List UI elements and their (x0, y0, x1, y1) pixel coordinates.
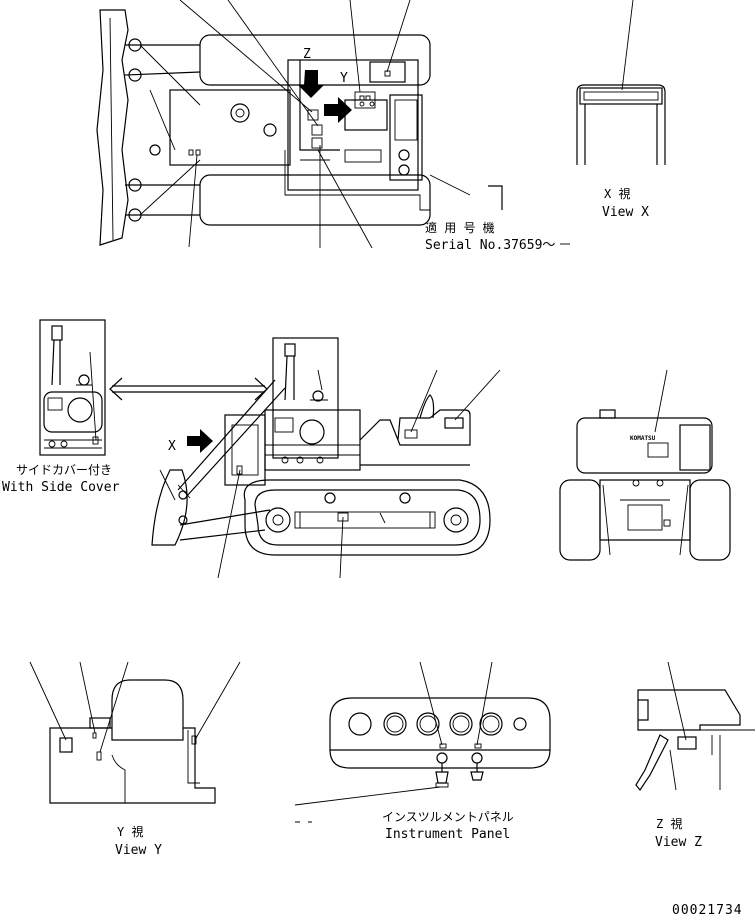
view-z-label-jp: Z 視 (656, 816, 682, 831)
side-cover-label-en: With Side Cover (2, 480, 120, 495)
arrow-z-icon (298, 70, 324, 98)
instrument-panel-drawing (294, 661, 551, 823)
view-y-label-jp: Y 視 (117, 824, 143, 839)
view-x-label-jp: X 視 (604, 186, 630, 201)
arrow-x-icon (187, 429, 213, 453)
view-x-marker: X (168, 439, 176, 454)
rear-view-drawing (559, 369, 731, 561)
view-x-label-en: View X (602, 205, 649, 220)
serial-label-jp: 適 用 号 機 (425, 220, 495, 235)
instrument-panel-label-jp: インスツルメントパネル (382, 810, 514, 824)
instrument-panel-label-en: Instrument Panel (385, 827, 510, 842)
arrow-y-icon (324, 97, 352, 123)
top-view-drawing (96, 0, 570, 249)
view-y-marker: Y (340, 71, 348, 86)
side-view-drawing (151, 337, 501, 579)
side-cover-label-jp: サイドカバー付き (16, 463, 112, 477)
hood-logo: KOMATSU (630, 435, 656, 442)
double-arrow-icon (109, 377, 268, 401)
view-y-drawing (29, 661, 241, 804)
drawing-number: 00021734 (672, 903, 743, 918)
serial-label-en: Serial No.37659～ (425, 238, 555, 253)
view-z-label-en: View Z (655, 835, 702, 850)
view-z-marker: Z (303, 47, 311, 62)
side-cover-inset (39, 319, 106, 456)
view-y-label-en: View Y (115, 843, 162, 858)
view-x-drawing (576, 0, 666, 165)
view-z-drawing (635, 661, 755, 792)
